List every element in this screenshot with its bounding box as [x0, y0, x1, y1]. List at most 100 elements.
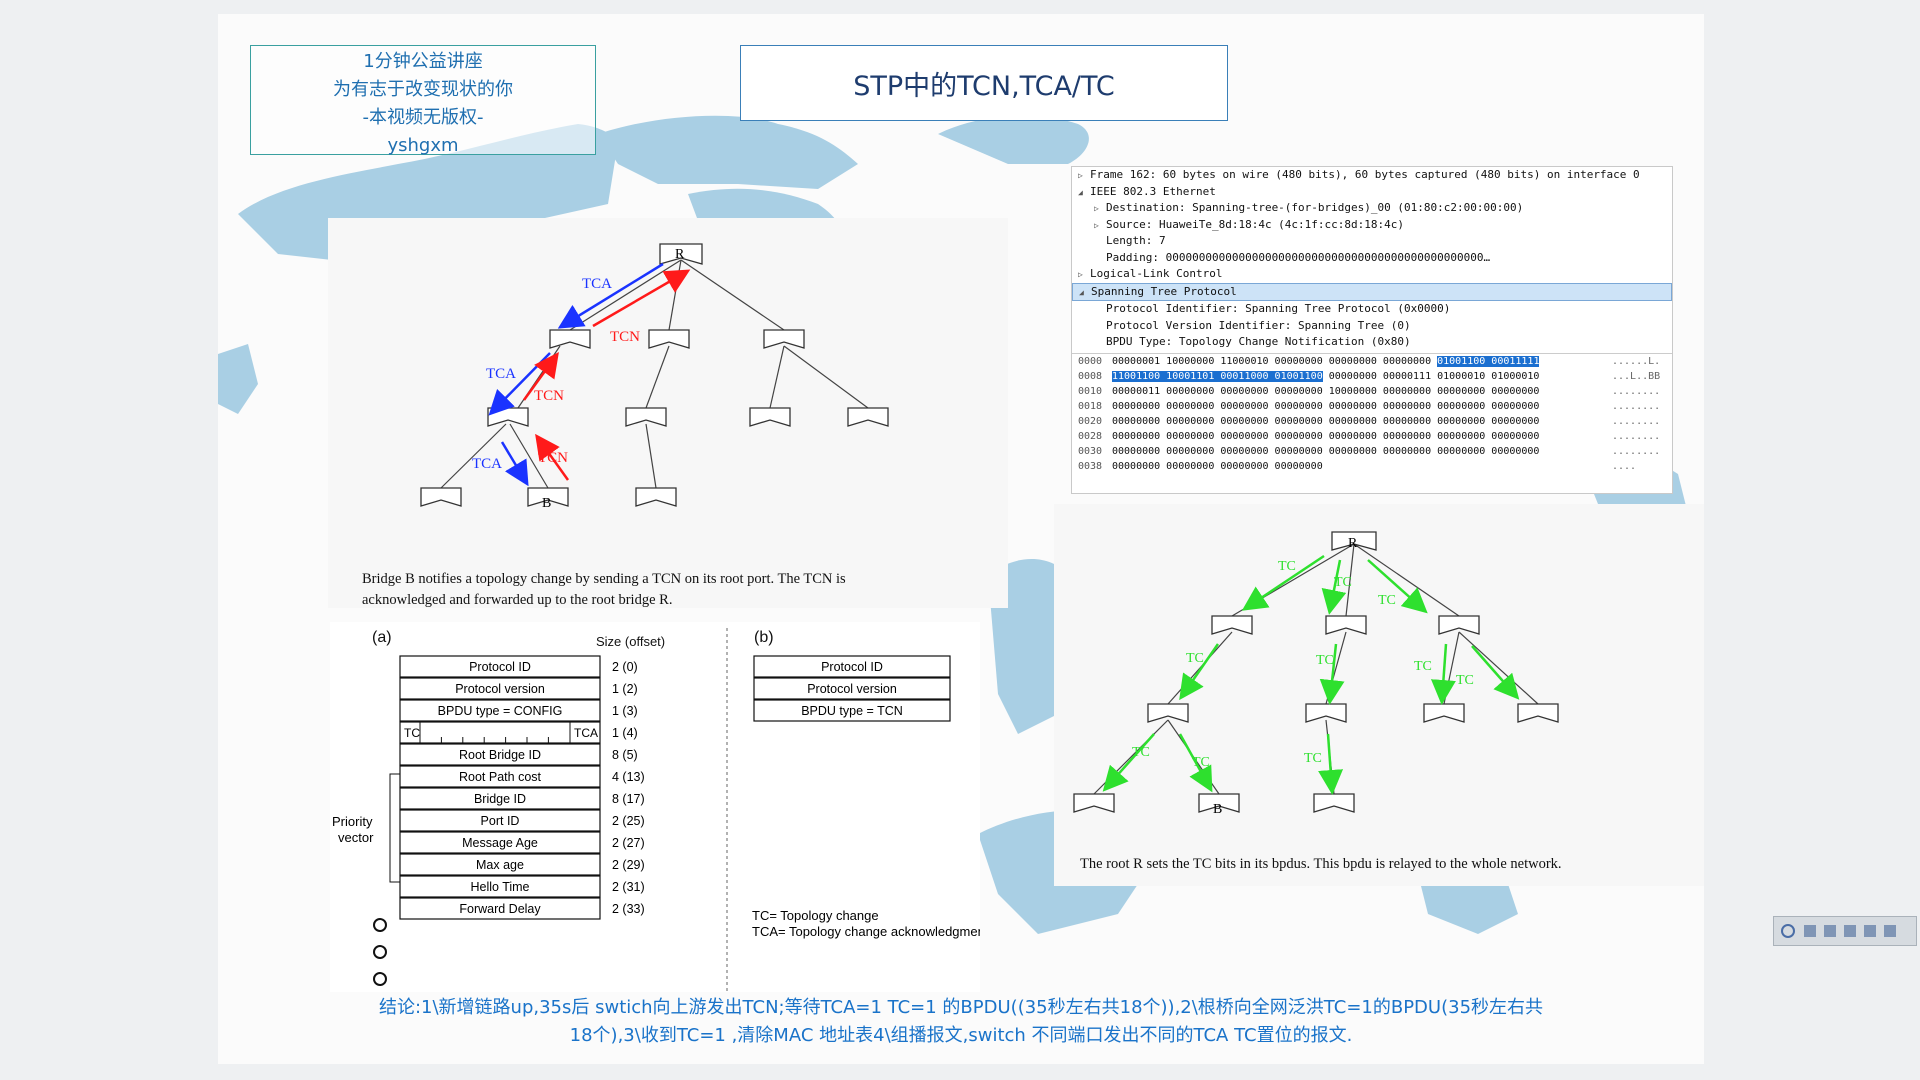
hex-ascii: ........ [1612, 415, 1661, 427]
packet-tree-row[interactable]: Protocol Version Identifier: Spanning Tr… [1072, 318, 1672, 335]
bpdu-field-box [399, 897, 601, 920]
hex-bytes: 00000011 00000000 00000000 00000000 1000… [1112, 385, 1540, 397]
bpdu-field-box [399, 831, 601, 854]
packet-tree-row[interactable]: ◢ IEEE 802.3 Ethernet [1072, 184, 1672, 201]
packet-tree-row[interactable]: ▷Destination: Spanning-tree-(for-bridges… [1072, 200, 1672, 217]
bpdu-field-size: 2 (27) [612, 836, 645, 850]
bridge-icon [763, 329, 805, 349]
tcn-label: TCN [610, 329, 640, 345]
bpdu-field-name: Max age [476, 858, 524, 872]
notice-line: 1分钟公益讲座 [363, 51, 483, 72]
packet-tree-row[interactable]: Length: 7 [1072, 233, 1672, 250]
player-control-bar[interactable] [1773, 916, 1917, 946]
tcn-label: TCN [538, 450, 568, 466]
hex-bytes: 00000000 00000000 00000000 00000000 0000… [1112, 445, 1540, 457]
bpdu-field-name: Port ID [481, 814, 520, 828]
root-label: R [1348, 536, 1358, 551]
bridge-icon [1313, 793, 1355, 813]
bridge-icon [1331, 531, 1377, 551]
bridge-icon [749, 407, 791, 427]
control-icon[interactable] [1844, 925, 1856, 937]
hex-ascii: ........ [1612, 400, 1661, 412]
hex-bytes: 00000001 10000000 11000010 00000000 0000… [1112, 355, 1438, 367]
hex-ascii: ........ [1612, 430, 1661, 442]
bpdu-field-size: 1 (3) [612, 704, 638, 718]
bridge-icon [1438, 615, 1480, 635]
collapse-arrow-icon[interactable]: ◢ [1079, 287, 1084, 297]
expand-arrow-icon[interactable]: ▷ [1094, 204, 1099, 213]
diagram2-caption: The root R sets the TC bits in its bpdus… [1080, 856, 1562, 872]
flag-tc: TC [404, 726, 420, 740]
bridge-icon [1325, 615, 1367, 635]
bpdu-field-box [399, 655, 601, 678]
hex-bytes: 00000000 00000000 00000000 00000000 0000… [1112, 430, 1540, 442]
priority-bracket [389, 773, 400, 883]
tc-label: TC [1192, 755, 1210, 770]
bpdu-field-size: 4 (13) [612, 770, 645, 784]
bpdu-field-box [399, 743, 601, 766]
packet-tree-text: Protocol Identifier: Spanning Tree Proto… [1106, 302, 1451, 315]
packet-tree-row[interactable]: Padding: 0000000000000000000000000000000… [1072, 250, 1672, 267]
bridge-icon [549, 329, 591, 349]
hex-offset: 0000 [1078, 355, 1103, 367]
tc-label: TC [1334, 575, 1352, 590]
bpdu-field-name: Root Path cost [459, 770, 542, 784]
page-title: STP中的TCN,TCA/TC [740, 45, 1228, 121]
tc-label: TC [1304, 751, 1322, 766]
control-icon[interactable] [1864, 925, 1876, 937]
tc-label: TC [1132, 745, 1150, 760]
packet-tree-text: Spanning Tree Protocol [1091, 284, 1237, 298]
bpdu-field-box [399, 721, 601, 744]
hex-offset: 0020 [1078, 415, 1103, 427]
notice-line: yshgxm [387, 135, 459, 156]
bpdu-field-name: BPDU type = CONFIG [438, 704, 563, 718]
diagram1-caption: acknowledged and forwarded up to the roo… [362, 592, 672, 608]
packet-tree-row[interactable]: BPDU Type: Topology Change Notification … [1072, 334, 1672, 351]
packet-tree-row[interactable]: ▷Logical-Link Control [1072, 266, 1672, 283]
control-icon[interactable] [1824, 925, 1836, 937]
expand-arrow-icon[interactable]: ▷ [1094, 220, 1099, 230]
packet-tree-text: Protocol Version Identifier: Spanning Tr… [1106, 318, 1411, 332]
control-icon[interactable] [1884, 925, 1896, 937]
bridge-icon [527, 487, 569, 507]
packet-capture-panel: ▷Frame 162: 60 bytes on wire (480 bits),… [1071, 166, 1673, 494]
collapse-arrow-icon[interactable]: ◢ [1078, 187, 1083, 197]
packet-tree-text: IEEE 802.3 Ethernet [1090, 184, 1216, 198]
tc-label: TC [1278, 559, 1296, 574]
notice-line: 为有志于改变现状的你 [333, 79, 513, 100]
bpdu-field-name: Bridge ID [474, 792, 526, 806]
hex-ascii: .... [1612, 460, 1637, 472]
bridge-nodes [1073, 531, 1559, 813]
bridge-icon [1147, 703, 1189, 723]
legend-tca: TCA= Topology change acknowledgment [752, 924, 980, 939]
hex-highlight: 11001100 10001101 00011000 01001100 [1112, 370, 1323, 382]
bpdu-field-box [399, 699, 601, 722]
packet-tree-text: Source: HuaweiTe_8d:18:4c (4c:1f:cc:8d:1… [1106, 217, 1405, 231]
packet-tree-row[interactable]: ▷Frame 162: 60 bytes on wire (480 bits),… [1072, 167, 1672, 184]
packet-tree-row[interactable]: Protocol Identifier: Spanning Tree Proto… [1072, 301, 1672, 318]
bpdu-field-name: Protocol version [807, 682, 897, 696]
flag-tca: TCA [574, 726, 598, 740]
magnifier-icon[interactable] [1781, 924, 1795, 938]
control-icon[interactable] [1804, 925, 1816, 937]
packet-tree-row[interactable]: ▷ Source: HuaweiTe_8d:18:4c (4c:1f:cc:8d:… [1072, 217, 1672, 234]
priority-vector-label: Priority [332, 814, 373, 829]
diagram1-caption: Bridge B notifies a topology change by s… [362, 571, 846, 587]
packet-bytes-pane: 0000 00000001 10000000 11000010 00000000 … [1072, 352, 1672, 474]
expand-arrow-icon[interactable]: ▷ [1078, 270, 1083, 279]
bpdu-field-size: 1 (4) [612, 726, 638, 740]
expand-arrow-icon[interactable]: ▷ [1078, 171, 1083, 180]
packet-tree-row[interactable]: ◢ Spanning Tree Protocol [1072, 282, 1672, 301]
bpdu-field-box [399, 677, 601, 700]
bridge-b-label: B [542, 496, 551, 511]
conclusion-line: 18个),3\收到TC=1 ,清除MAC 地址表4\组播报文,switch 不同… [569, 1025, 1353, 1046]
packet-tree-text: BPDU Type: Topology Change Notification … [1106, 335, 1411, 348]
bridge-icon [1198, 793, 1240, 813]
